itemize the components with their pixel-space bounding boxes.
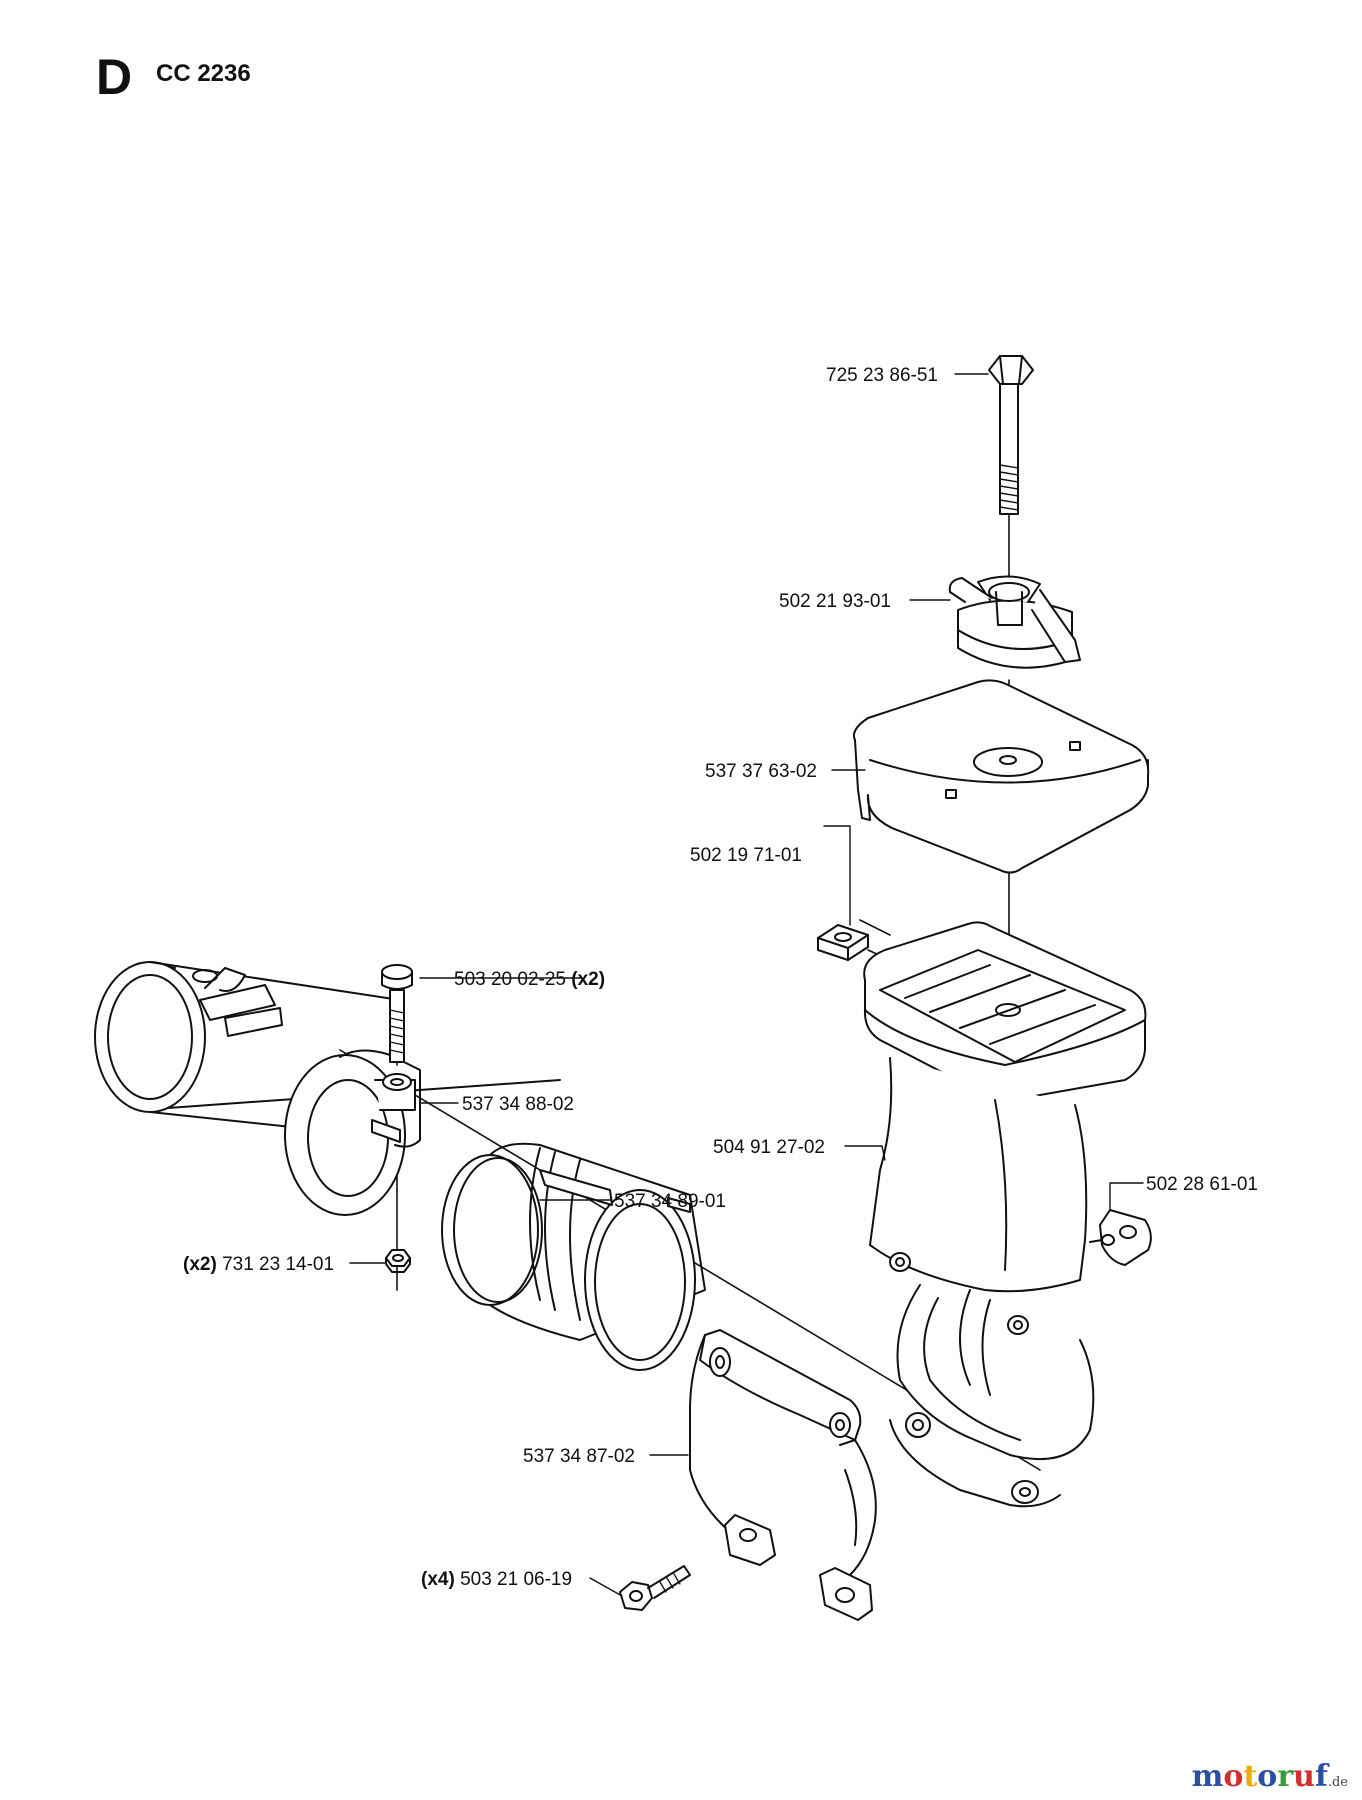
callout-731-23-14-01: (x2) 731 23 14-01	[183, 1255, 334, 1274]
hex-bolt-725-23-86-51	[988, 355, 1034, 515]
callout-537-34-89-01: 537 34 89-01	[614, 1191, 726, 1212]
watermark-logo-text: motoruf	[1192, 1759, 1328, 1794]
watermark-letter: f	[1314, 1759, 1328, 1794]
callout-502-19-71-01: 502 19 71-01	[690, 845, 802, 866]
clamp-ring-537-34-88-02	[284, 1049, 421, 1216]
watermark-letter: t	[1243, 1759, 1258, 1794]
callout-503-20-02-25: 503 20 02-25 (x2)	[454, 970, 605, 989]
callout-725-23-86-51: 725 23 86-51	[826, 365, 938, 386]
model-title: CC 2236	[156, 60, 251, 87]
callout-502-28-61-01: 502 28 61-01	[1146, 1174, 1258, 1195]
motoruf-watermark-logo: motoruf.de	[1192, 1759, 1348, 1794]
nut-731-23-14-01	[385, 1249, 411, 1273]
watermark-letter: o	[1257, 1759, 1278, 1794]
callout-537-34-87-02: 537 34 87-02	[523, 1446, 635, 1467]
handle-body-504-91-27-02	[863, 921, 1147, 1508]
side-clip-502-28-61-01	[1089, 1209, 1152, 1266]
callout-537-37-63-02: 537 37 63-02	[705, 761, 817, 782]
watermark-letter: u	[1293, 1759, 1315, 1794]
callout-part-number: 503 21 06-19	[460, 1569, 573, 1590]
callout-part-number: 503 20 02-25	[454, 969, 566, 990]
callout-502-21-93-01: 502 21 93-01	[779, 591, 891, 612]
callout-quantity: (x2)	[571, 969, 606, 990]
leader-lines	[349, 373, 1144, 1597]
callout-503-21-06-19: (x4) 503 21 06-19	[421, 1570, 572, 1589]
screw-503-20-02-25	[381, 964, 413, 1063]
cover-537-37-63-02	[852, 679, 1150, 874]
drive-tube-left	[94, 961, 561, 1131]
callout-537-34-88-02: 537 34 88-02	[462, 1094, 574, 1115]
watermark-letter: r	[1277, 1759, 1294, 1794]
watermark-suffix: .de	[1327, 1775, 1348, 1790]
callout-504-91-27-02: 504 91 27-02	[713, 1137, 825, 1158]
callout-quantity: (x2)	[183, 1254, 217, 1275]
callout-quantity: (x4)	[421, 1569, 455, 1590]
wing-knob-502-21-93-01	[948, 575, 1081, 669]
lower-clamp-537-34-87-02	[689, 1329, 877, 1621]
sleeve-537-34-89-01	[441, 1142, 706, 1371]
watermark-letter: o	[1223, 1759, 1244, 1794]
callout-part-number: 731 23 14-01	[222, 1254, 335, 1275]
screw-503-21-06-19	[619, 1565, 691, 1611]
section-letter: D	[96, 49, 133, 105]
watermark-letter: m	[1191, 1759, 1224, 1794]
